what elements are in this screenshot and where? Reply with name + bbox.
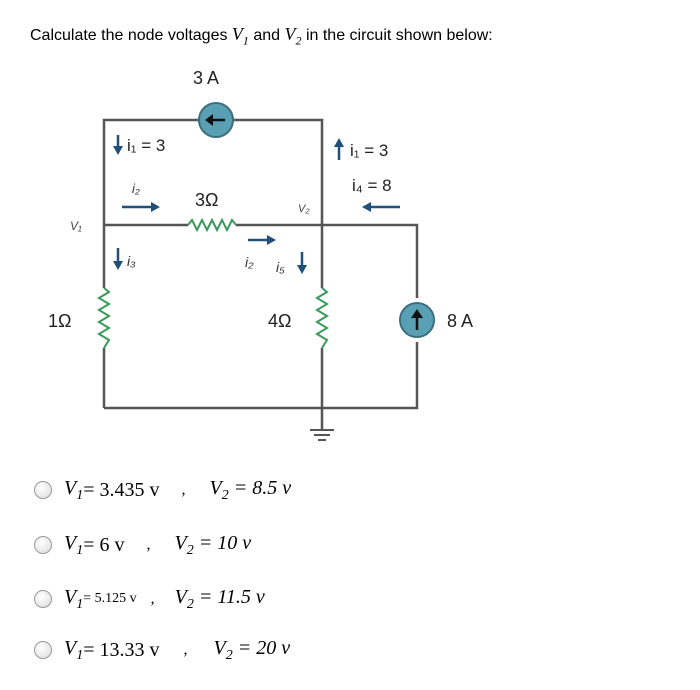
wire-right-branch (322, 223, 419, 298)
label-i5: i₅ (276, 259, 285, 275)
label-i1-left: i₁ = 3 (127, 136, 165, 155)
label-v1-node: V₁ (70, 219, 82, 233)
arrow-up-icon-i1-right (334, 138, 344, 160)
resistor-3ohm (187, 217, 237, 233)
arrow-left-icon-i4 (362, 202, 400, 212)
wire-top-loop (102, 118, 200, 225)
label-r4: 4Ω (268, 311, 291, 331)
arrow-right-icon-i2-top (122, 202, 160, 212)
label-r3: 3Ω (195, 190, 218, 210)
label-r1: 1Ω (48, 311, 71, 331)
radio-button[interactable] (34, 590, 52, 608)
label-v2-node: V₂ (298, 203, 310, 215)
radio-button[interactable] (34, 481, 52, 499)
wire-top-right (232, 118, 324, 225)
answer-option-4[interactable]: V1 = 13.33 v , V2 = 20 v (34, 636, 290, 664)
current-source-3a (198, 102, 234, 138)
wire-right-bottom (104, 342, 419, 410)
label-i4: i₄ = 8 (352, 176, 392, 195)
arrow-down-icon-i3 (113, 248, 123, 270)
circuit-diagram: 3 A 8 A 1Ω 3Ω 4Ω i₁ = 3 i₂ i₃ V₁ V₂ i₁ =… (48, 68, 473, 441)
label-source-8a: 8 A (447, 311, 473, 331)
arrow-left-icon-head (205, 114, 213, 126)
label-i2-mid: i₂ (245, 254, 254, 270)
circuit-wires (102, 118, 419, 430)
label-i2-top: i₂ (132, 181, 140, 196)
answer-option-2[interactable]: V1 = 6 v , V2 = 10 v (34, 531, 251, 559)
radio-button[interactable] (34, 641, 52, 659)
arrow-up-icon-head (411, 309, 423, 318)
resistor-4ohm (315, 287, 329, 349)
label-source-3a: 3 A (193, 68, 219, 88)
arrow-down-icon-i5 (297, 252, 307, 274)
answer-option-3[interactable]: V1 = 5.125 v , V2 = 11.5 v (34, 585, 265, 613)
label-i3: i₃ (127, 253, 136, 269)
question-text: Calculate the node voltages V1 and V2 in… (30, 24, 493, 48)
current-source-8a (399, 302, 435, 338)
ground-symbol (310, 429, 334, 441)
radio-button[interactable] (34, 536, 52, 554)
arrow-right-icon-i2-mid (248, 235, 276, 245)
arrow-down-icon-i1-left (113, 135, 123, 155)
resistor-1ohm (97, 287, 111, 349)
answer-option-1[interactable]: V1 = 3.435 v , V2 = 8.5 v (34, 476, 291, 504)
label-i1-right: i₁ = 3 (350, 141, 388, 160)
